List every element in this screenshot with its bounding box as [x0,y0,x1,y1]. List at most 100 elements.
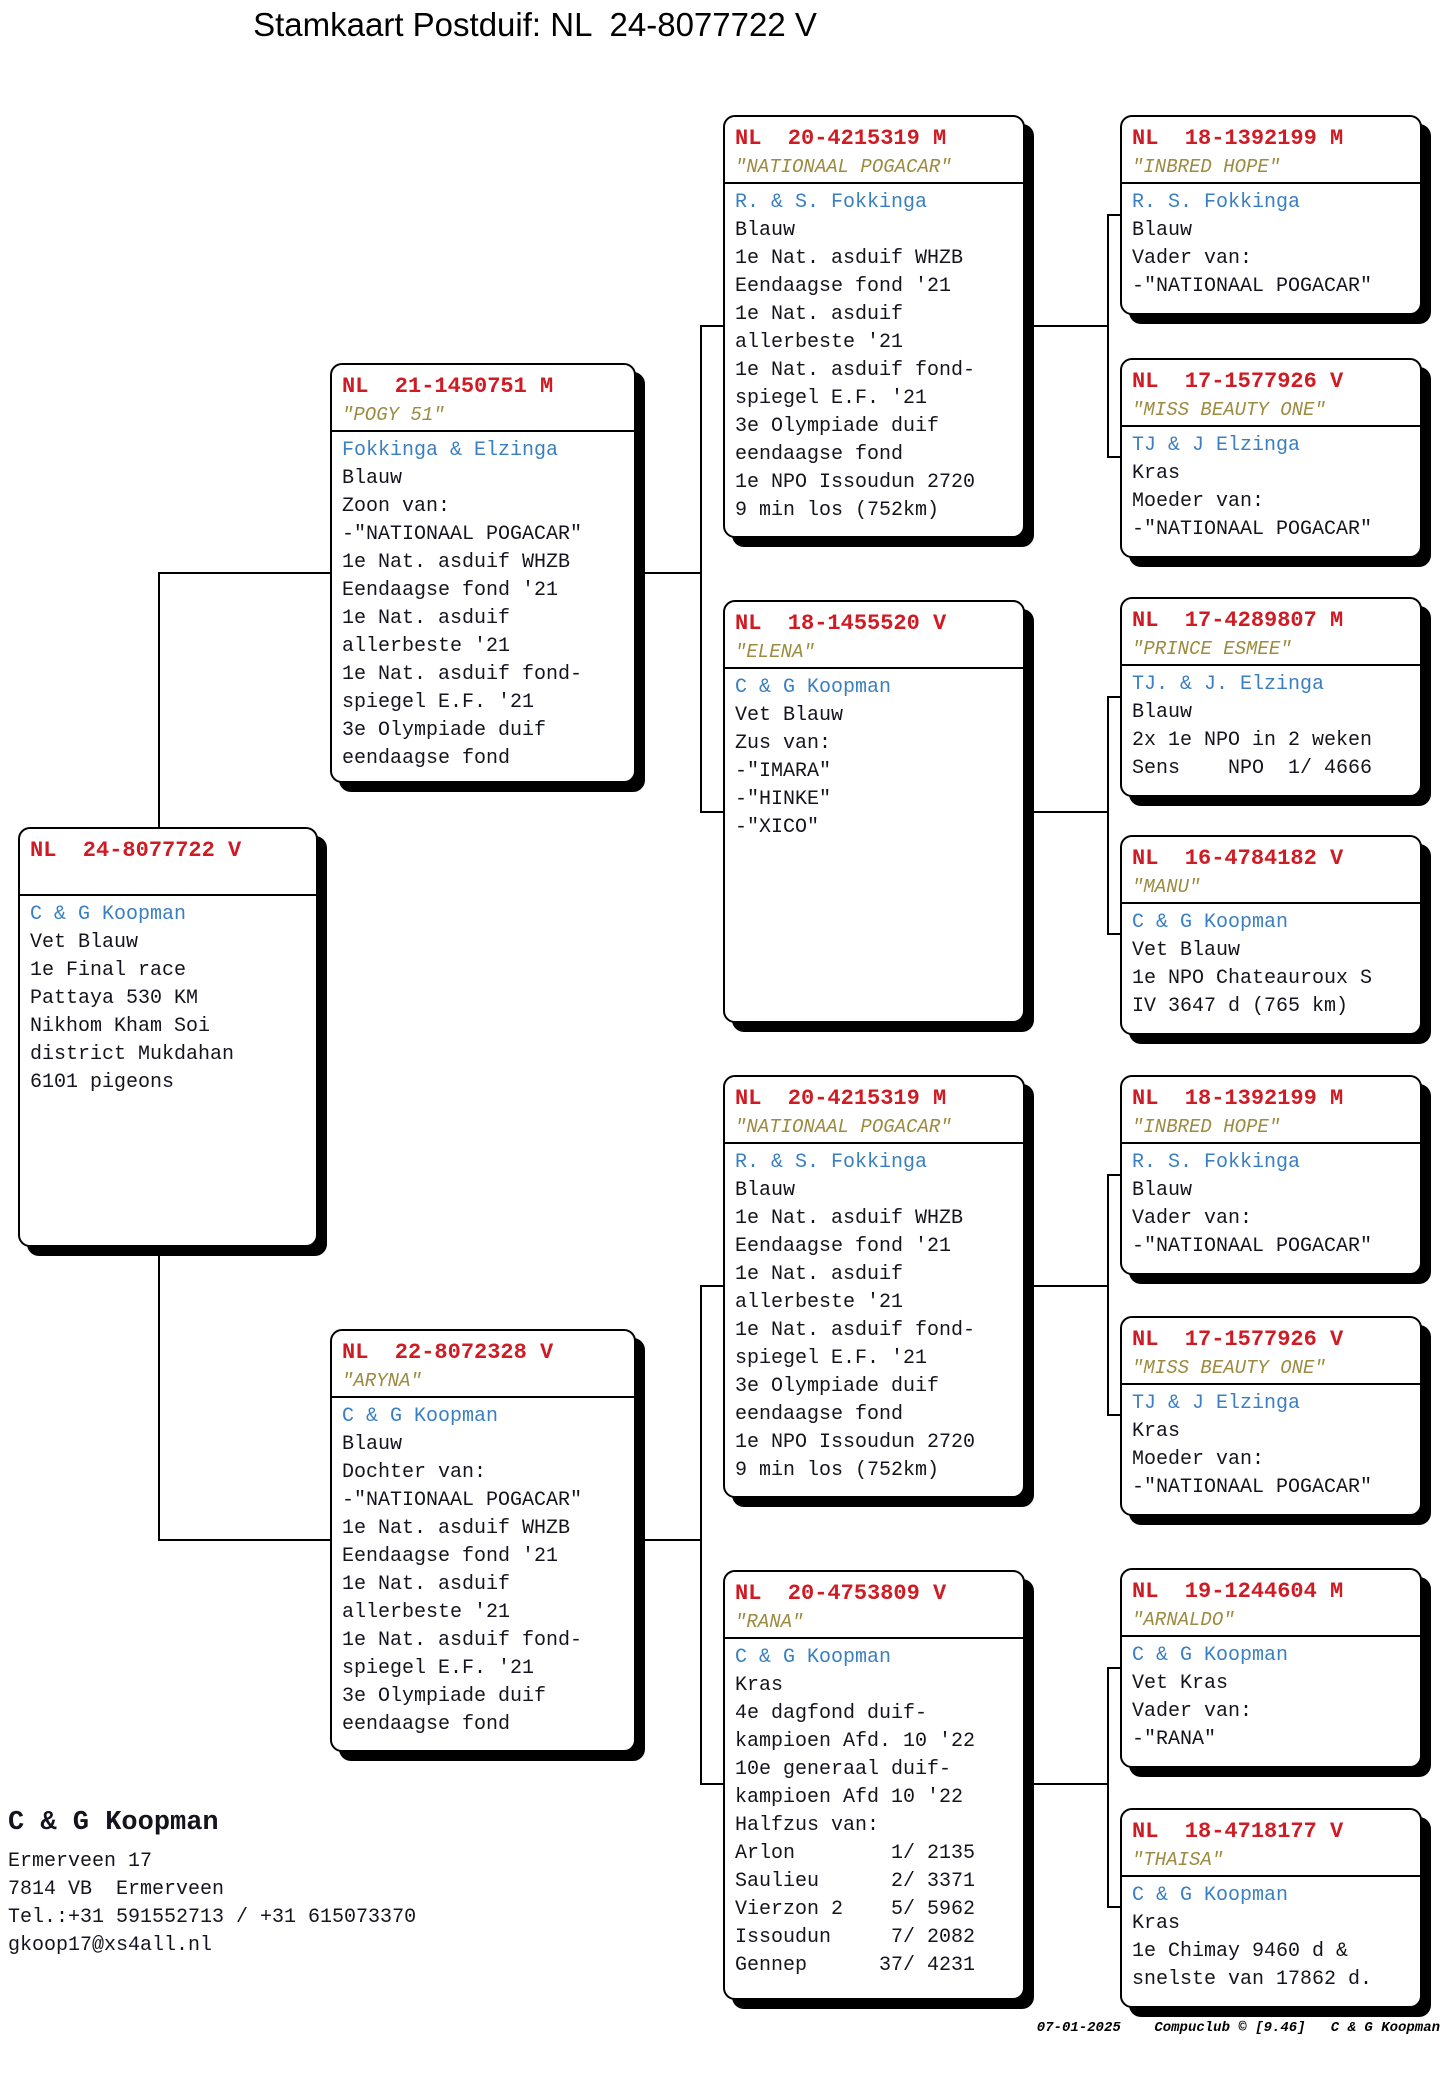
info-line: gkoop17@xs4all.nl [8,1934,213,1957]
info-line: -"NATIONAAL POGACAR" [342,523,583,546]
info-line: 10e generaal duif- [735,1758,952,1781]
info-line: 1e Chimay 9460 d & [1132,1940,1349,1963]
box-header: NL 19-1244604 M "ARNALDO" [1122,1570,1420,1637]
connector-line [1107,1174,1120,1176]
connector-line [1107,1667,1120,1669]
fancier-name: R. S. Fokkinga [1132,191,1301,214]
info-line: -"NATIONAAL POGACAR" [1132,275,1373,298]
box-header: NL 18-4718177 V "THAISA" [1122,1810,1420,1877]
page-title: Stamkaart Postduif: NL 24-8077722 V [253,6,817,43]
info-line: Blauw [1132,701,1193,724]
info-line: Pattaya 530 KM [30,987,199,1010]
info-line: 1e Nat. asduif [735,303,904,326]
info-line: 2x 1e NPO in 2 weken [1132,729,1373,752]
info-line: Nikhom Kham Soi [30,1015,211,1038]
pigeon-name: "RANA" [735,1611,804,1633]
fancier-name: C & G Koopman [1132,1884,1289,1907]
connector-line [1107,1174,1109,1416]
pedigree-box-dam: NL 22-8072328 V "ARYNA" C & G Koopman Bl… [330,1329,636,1752]
info-line: 3e Olympiade duif [735,1375,940,1398]
connector-line [1107,696,1109,935]
info-line: 3e Olympiade duif [735,415,940,438]
pedigree-box-sire-sire-sire: NL 18-1392199 M "INBRED HOPE" R. S. Fokk… [1120,115,1422,315]
info-line: Saulieu 2/ 3371 [735,1870,976,1893]
connector-line [700,1285,702,1785]
info-line: Vet Blauw [735,704,844,727]
info-line: Blauw [735,219,796,242]
info-line: spiegel E.F. '21 [342,1657,535,1680]
ring-number: NL 17-4289807 M [1132,608,1344,633]
connector-line [1107,696,1120,698]
info-line: 1e NPO Chateauroux S [1132,967,1373,990]
info-line: -"NATIONAAL POGACAR" [1132,1235,1373,1258]
pedigree-box-dam-sire-dam: NL 17-1577926 V "MISS BEAUTY ONE" TJ & J… [1120,1316,1422,1516]
info-line: spiegel E.F. '21 [735,1347,928,1370]
connector-line [158,1539,330,1541]
info-line: Blauw [1132,1179,1193,1202]
connector-line [700,1285,723,1287]
box-header: NL 18-1455520 V "ELENA" [725,602,1023,669]
info-line: 1e Nat. asduif WHZB [342,1517,571,1540]
info-line: spiegel E.F. '21 [735,387,928,410]
ring-number: NL 20-4753809 V [735,1581,947,1606]
pedigree-box-dam-dam: NL 20-4753809 V "RANA" C & G Koopman Kra… [723,1570,1025,2000]
info-line: 1e Nat. asduif fond- [735,359,976,382]
info-line: Vet Blauw [1132,939,1241,962]
box-header: NL 17-4289807 M "PRINCE ESMEE" [1122,599,1420,666]
connector-line [636,572,700,574]
ring-number: NL 16-4784182 V [1132,846,1344,871]
info-line: allerbeste '21 [735,331,904,354]
info-line: 1e Nat. asduif fond- [342,1629,583,1652]
info-line: snelste van 17862 d. [1132,1968,1373,1991]
ring-number: NL 21-1450751 M [342,374,554,399]
info-line: -"NATIONAAL POGACAR" [342,1489,583,1512]
fancier-name: C & G Koopman [735,1646,892,1669]
pigeon-name: "INBRED HOPE" [1132,156,1281,178]
info-line: -"IMARA" [735,760,832,783]
box-header: NL 22-8072328 V "ARYNA" [332,1331,634,1398]
fancier-name: R. & S. Fokkinga [735,191,928,214]
ring-number: NL 18-4718177 V [1132,1819,1344,1844]
connector-line [700,325,702,813]
box-header: NL 20-4215319 M "NATIONAAL POGACAR" [725,1077,1023,1144]
fancier-name: C & G Koopman [1132,1644,1289,1667]
info-line: eendaagse fond [342,1713,511,1736]
info-line: Arlon 1/ 2135 [735,1842,976,1865]
info-line: 3e Olympiade duif [342,1685,547,1708]
fancier-name: R. S. Fokkinga [1132,1151,1301,1174]
info-line: Blauw [342,467,403,490]
box-header: NL 21-1450751 M "POGY 51" [332,365,634,432]
info-line: allerbeste '21 [342,635,511,658]
fancier-name: Fokkinga & Elzinga [342,439,559,462]
pedigree-box-dam-sire-sire: NL 18-1392199 M "INBRED HOPE" R. S. Fokk… [1120,1075,1422,1275]
pigeon-name: "NATIONAAL POGACAR" [735,1116,952,1138]
info-line: Moeder van: [1132,490,1265,513]
info-line: -"NATIONAAL POGACAR" [1132,1476,1373,1499]
fancier-name: C & G Koopman [735,676,892,699]
info-line: eendaagse fond [735,1403,904,1426]
info-line: 9 min los (752km) [735,499,940,522]
info-line: IV 3647 d (765 km) [1132,995,1349,1018]
box-header: NL 18-1392199 M "INBRED HOPE" [1122,117,1420,184]
connector-line [1107,214,1120,216]
connector-line [1107,214,1109,458]
info-line: -"HINKE" [735,788,832,811]
connector-line [1025,1285,1107,1287]
box-header: NL 17-1577926 V "MISS BEAUTY ONE" [1122,1318,1420,1385]
connector-line [1025,1783,1107,1785]
info-line: allerbeste '21 [342,1601,511,1624]
info-line: 1e Nat. asduif WHZB [342,551,571,574]
